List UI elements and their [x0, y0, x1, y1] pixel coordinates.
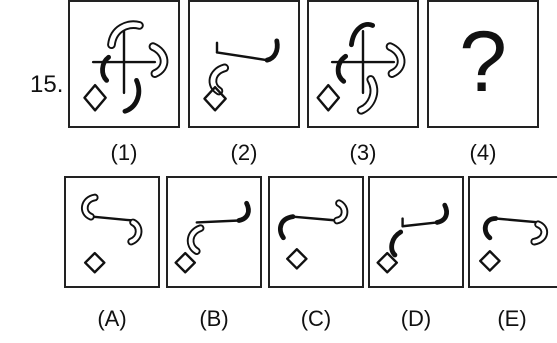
diamond-shape — [286, 248, 308, 270]
solid-arc-left — [389, 229, 404, 258]
horizontal-line — [91, 215, 135, 222]
option-d[interactable] — [368, 176, 464, 288]
diamond-shape — [376, 251, 399, 274]
hollow-arc — [188, 226, 203, 254]
diamond-shape — [83, 84, 107, 112]
question-number: 15. — [30, 71, 64, 98]
horizontal-line — [401, 221, 439, 228]
figure-3-label: (3) — [349, 140, 377, 165]
figure-3-drawing — [316, 22, 406, 115]
figure-1-drawing — [83, 20, 169, 114]
option-d-label: (D) — [400, 306, 432, 331]
diamond-shape — [316, 84, 341, 112]
option-b[interactable] — [166, 176, 262, 288]
solid-arc — [264, 38, 280, 63]
option-a-label: (A) — [97, 306, 127, 331]
hollow-arc-right — [387, 44, 404, 77]
solid-arc — [277, 214, 296, 241]
hollow-arc-top — [82, 195, 97, 219]
figure-1-label: (1) — [110, 140, 138, 165]
question-figure-2 — [188, 0, 300, 128]
hollow-arc — [335, 201, 347, 223]
hollow-arc-bottom — [358, 77, 377, 113]
solid-arc-right — [434, 202, 449, 225]
option-c-label: (C) — [300, 306, 332, 331]
question-figure-4: ? — [427, 0, 539, 128]
solid-arc-bottom — [122, 77, 142, 114]
hollow-arc — [532, 222, 547, 244]
horizontal-line — [494, 217, 540, 224]
option-e-drawing — [479, 216, 549, 272]
question-figure-3 — [307, 0, 419, 128]
option-a[interactable] — [64, 176, 160, 288]
option-c-drawing — [277, 199, 349, 270]
question-figure-1 — [68, 0, 180, 128]
option-b-drawing — [174, 200, 251, 274]
figure-2-label: (2) — [230, 140, 258, 165]
hollow-arc-right — [129, 220, 141, 244]
solid-arc-top — [349, 22, 376, 48]
solid-arc — [482, 216, 499, 241]
horizontal-line — [215, 51, 269, 62]
option-a-drawing — [81, 193, 143, 274]
horizontal-line — [291, 215, 339, 222]
option-e[interactable] — [468, 176, 557, 288]
option-e-label: (E) — [497, 306, 527, 331]
hollow-arc-top — [109, 22, 142, 48]
solid-arc-left — [335, 53, 349, 84]
figure-4-label: (4) — [469, 140, 497, 165]
solid-arc-left — [100, 54, 111, 83]
question-mark: ? — [459, 14, 507, 110]
diamond-shape — [203, 85, 227, 112]
figure-2-drawing — [203, 38, 280, 112]
diamond-shape — [174, 251, 197, 274]
option-d-drawing — [376, 202, 449, 274]
hollow-arc-right — [150, 44, 167, 77]
solid-arc — [236, 200, 251, 223]
option-b-label: (B) — [199, 306, 229, 331]
horizontal-line — [195, 219, 241, 224]
diamond-shape — [479, 250, 501, 272]
diamond-shape — [83, 251, 106, 274]
option-c[interactable] — [268, 176, 364, 288]
